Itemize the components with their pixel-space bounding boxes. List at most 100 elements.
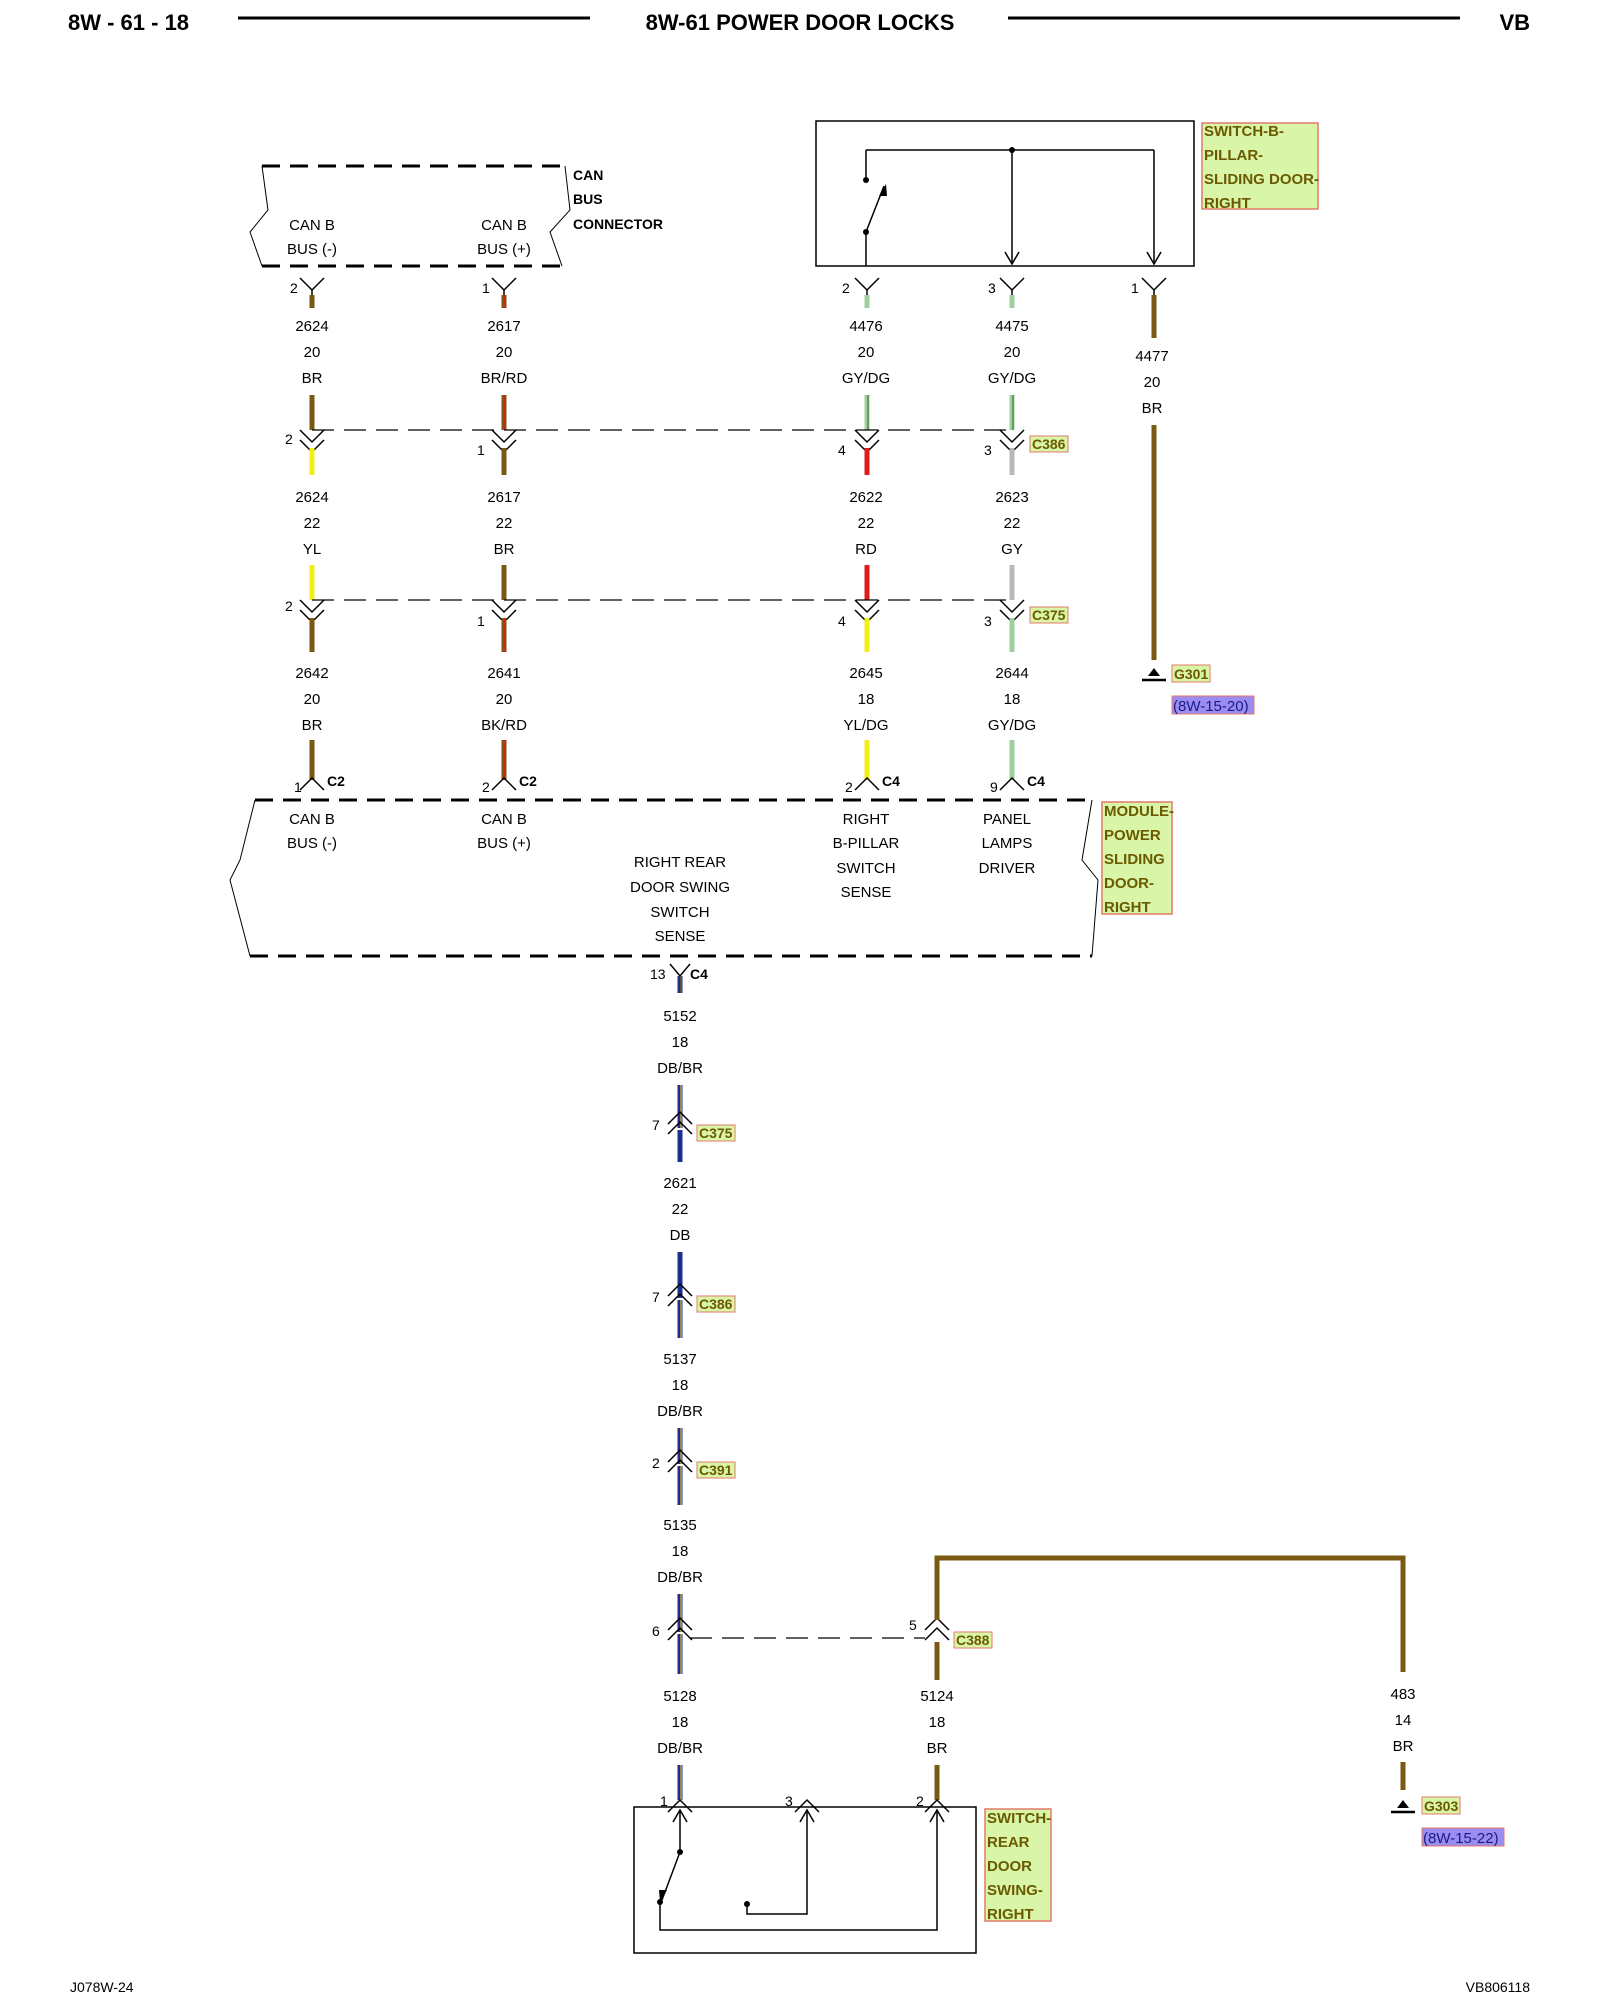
connector-c388: 6 5 C388 (652, 1616, 993, 1649)
wire-5137-gauge: 18 (672, 1377, 689, 1394)
wire-2621-gauge: 22 (672, 1201, 689, 1218)
can-bus-label-1: CAN (573, 167, 603, 183)
wire-2624a-gauge: 20 (304, 344, 321, 361)
can-plus-label-1: CAN B (481, 217, 527, 234)
mod-bpillar-2: B-PILLAR (833, 835, 900, 852)
c386-name-lower: C386 (699, 1296, 733, 1312)
can-plus-label-2: BUS (+) (477, 241, 531, 258)
switch-b-label-1: SWITCH-B- (1204, 123, 1284, 140)
c375-lower-pin-7: 7 (652, 1117, 660, 1133)
wire-2644-gauge: 18 (1004, 691, 1021, 708)
switch-b-label-2: PILLAR- (1204, 147, 1263, 164)
wire-2617a-gauge: 20 (496, 344, 513, 361)
wire-4476-color: GY/DG (842, 370, 890, 387)
c386-pin-3: 3 (984, 442, 992, 458)
module-conn-c2-b: C2 (519, 773, 537, 789)
pin-can-minus: 2 (290, 280, 298, 296)
pin-switch-b-1: 1 (1131, 280, 1139, 296)
module-power-sliding-door: 1 C2 2 C2 2 C4 9 C4 CAN B BUS (-) CAN B … (229, 773, 1174, 958)
top-pins (299, 277, 1167, 298)
wire-2642-circuit: 2642 (295, 665, 328, 682)
wire-5152-gauge: 18 (672, 1034, 689, 1051)
wire-483-loop (934, 1555, 1406, 1800)
module-pin-c4-2: 2 (845, 779, 853, 795)
pin-switch-b-3: 3 (988, 280, 996, 296)
wire-5135-gauge: 18 (672, 1543, 689, 1560)
wire-2623-circuit: 2623 (995, 489, 1028, 506)
wire-2617b-gauge: 22 (496, 515, 513, 532)
mod-rear-swing-3: SWITCH (650, 904, 709, 921)
can-bus-label-3: CONNECTOR (573, 216, 663, 232)
footer-right: VB806118 (1466, 1979, 1531, 1995)
wire-2641-color: BK/RD (481, 717, 527, 734)
top-pin-numbers: 2 1 2 3 1 (290, 280, 1139, 296)
g301-ref-link[interactable]: (8W-15-20) (1173, 698, 1249, 715)
mod-can-plus-1: CAN B (481, 811, 527, 828)
ground-g303: G303 (8W-15-22) (1391, 1796, 1505, 1847)
c386-lower-pin-7: 7 (652, 1289, 660, 1305)
can-minus-label-2: BUS (-) (287, 241, 337, 258)
c386-name-top: C386 (1032, 436, 1066, 452)
switch-rear-label-4: SWING- (987, 1882, 1043, 1899)
switch-b-label-3: SLIDING DOOR- (1204, 171, 1319, 188)
wire-2641-gauge: 20 (496, 691, 513, 708)
wire-4476-gauge: 20 (858, 344, 875, 361)
switch-rear-door-swing: 1 3 2 SWITCH- REAR DOOR SWING- RIGHT (633, 1793, 1052, 1954)
module-conn-c2-a: C2 (327, 773, 345, 789)
module-conn-c4-c: C4 (690, 966, 708, 982)
wires-top-stubs (309, 295, 1157, 338)
wire-5137-circuit: 5137 (663, 1351, 696, 1368)
g303-ref-link[interactable]: (8W-15-22) (1423, 1830, 1499, 1847)
wire-5135-circuit: 5135 (663, 1517, 696, 1534)
wire-5128-gauge: 18 (672, 1714, 689, 1731)
wire-2645-color: YL/DG (843, 717, 888, 734)
mod-rear-swing-1: RIGHT REAR (634, 854, 726, 871)
wire-labels-row1: 2624 20 BR 2617 20 BR/RD 4476 20 GY/DG 4… (295, 318, 1168, 417)
wire-labels-row3: 2642 20 BR 2641 20 BK/RD 2645 18 YL/DG 2… (295, 665, 1036, 734)
wire-2617a-color: BR/RD (481, 370, 528, 387)
module-label-5: RIGHT (1104, 899, 1151, 916)
wire-5152-color: DB/BR (657, 1060, 703, 1077)
wire-4475-color: GY/DG (988, 370, 1036, 387)
wire-5135-color: DB/BR (657, 1569, 703, 1586)
wire-2642-color: BR (302, 717, 323, 734)
footer-left: J078W-24 (70, 1979, 134, 1995)
wires-below-c375 (309, 618, 1015, 652)
g303-name: G303 (1424, 1798, 1458, 1814)
mod-can-plus-2: BUS (+) (477, 835, 531, 852)
wire-2621-circuit: 2621 (663, 1175, 696, 1192)
wire-2621-color: DB (670, 1227, 691, 1244)
switch-rear-label-5: RIGHT (987, 1906, 1034, 1923)
connector-c391: 2 C391 (652, 1448, 736, 1479)
wire-4477-color: BR (1142, 400, 1163, 417)
mod-can-minus-1: CAN B (289, 811, 335, 828)
can-minus-label-1: CAN B (289, 217, 335, 234)
section-code: VB (1499, 10, 1530, 35)
wire-4477-circuit: 4477 (1135, 348, 1168, 365)
wire-2623-gauge: 22 (1004, 515, 1021, 532)
mod-bpillar-3: SWITCH (836, 860, 895, 877)
wire-5128-color: DB/BR (657, 1740, 703, 1757)
wire-2624b-circuit: 2624 (295, 489, 328, 506)
wire-4477-gauge: 20 (1144, 374, 1161, 391)
wire-4475-circuit: 4475 (995, 318, 1028, 335)
wires-into-module (309, 740, 1015, 780)
module-label-1: MODULE- (1104, 803, 1174, 820)
module-pin-c2-2: 2 (482, 779, 490, 795)
wire-2617b-circuit: 2617 (487, 489, 520, 506)
mod-panel-2: LAMPS (982, 835, 1033, 852)
wire-2617b-color: BR (494, 541, 515, 558)
module-conn-c4-a: C4 (882, 773, 900, 789)
c386-pin-4: 4 (838, 442, 846, 458)
wire-labels-center: 5152 18 DB/BR 2621 22 DB 5137 18 DB/BR 5… (657, 1008, 1415, 1757)
c375-name-lower: C375 (699, 1125, 733, 1141)
wire-2617a-circuit: 2617 (487, 318, 520, 335)
wire-2622-gauge: 22 (858, 515, 875, 532)
wire-2624a-circuit: 2624 (295, 318, 328, 335)
wire-5124-color: BR (927, 1740, 948, 1757)
mod-rear-swing-2: DOOR SWING (630, 879, 730, 896)
connector-c386-top: 2 1 4 3 C386 (285, 429, 1069, 458)
wire-5152-circuit: 5152 (663, 1008, 696, 1025)
switch-rear-label-1: SWITCH- (987, 1810, 1051, 1827)
wire-2642-gauge: 20 (304, 691, 321, 708)
